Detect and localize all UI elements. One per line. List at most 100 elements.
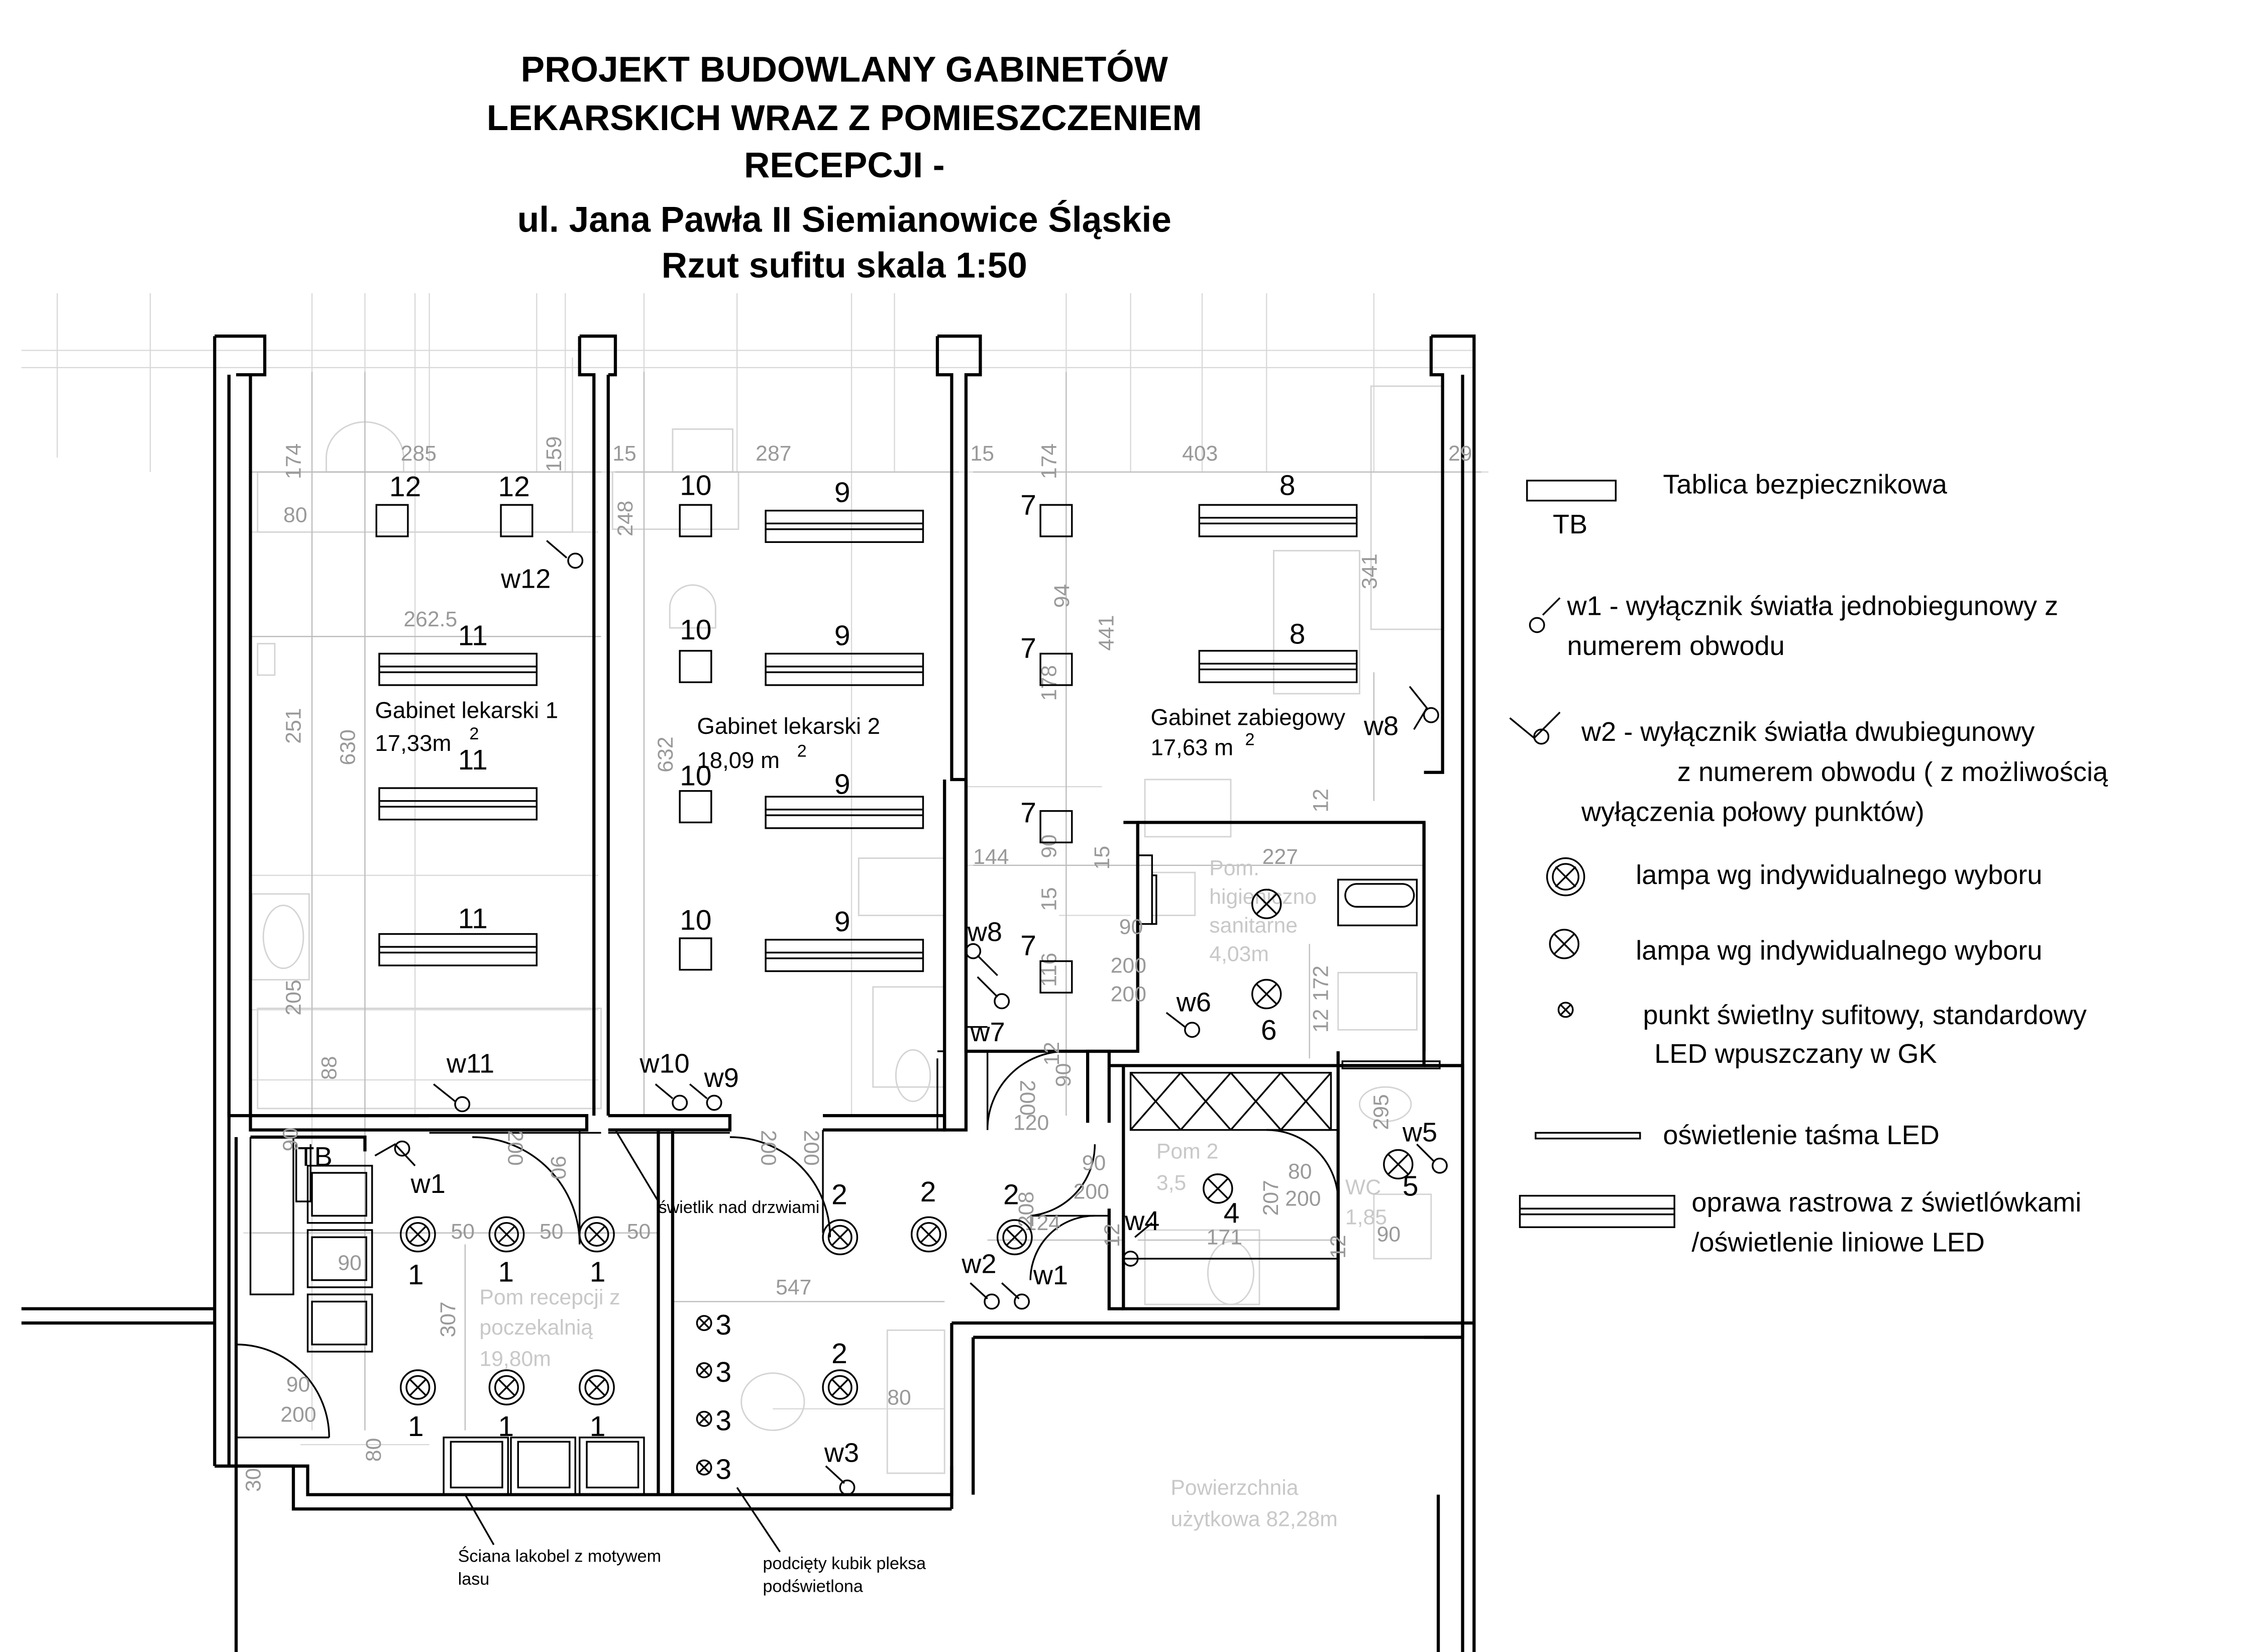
dim-text: 50 (627, 1220, 651, 1244)
fixture-number: 1 (408, 1259, 424, 1291)
fixture-number: 10 (680, 469, 711, 501)
room-area-sup: 2 (469, 724, 479, 743)
room-area: 18,09 m (697, 747, 780, 773)
fixture-number: 8 (1290, 618, 1306, 650)
fixture-number: 11 (458, 744, 488, 776)
dimension-lines (252, 372, 1481, 1430)
single-pole-switch-icon (825, 1465, 845, 1484)
switch-dot (1533, 728, 1550, 745)
dim-text: 200 (799, 1130, 823, 1166)
dim-text: 295 (1369, 1094, 1393, 1130)
ceiling-square-fixture (1039, 810, 1073, 843)
ghost-label: użytkowa 82,28m (1170, 1507, 1338, 1531)
fixture-number: 1 (498, 1256, 514, 1288)
fixture-number: 4 (1224, 1197, 1240, 1230)
dim-text: 159 (542, 436, 566, 472)
title-line-1: PROJEKT BUDOWLANY GABINETÓW (521, 50, 1168, 89)
reception-furniture (306, 1165, 645, 1496)
fixture-number: 10 (680, 904, 711, 936)
dim-text: 90 (286, 1373, 310, 1397)
dim-text: 15 (612, 442, 636, 466)
dim-text: 80 (887, 1385, 911, 1409)
fixture-number: 6 (1261, 1014, 1277, 1046)
dim-text: 12 (1309, 1009, 1333, 1033)
skylight-note: świetlik nad drzwiami (658, 1198, 819, 1217)
dim-text: 94 (1050, 584, 1074, 608)
ghost-label: 3,5 (1156, 1171, 1186, 1195)
dim-text: 174 (281, 444, 305, 479)
ceiling-square-fixture (1039, 652, 1073, 686)
switch-dot (1529, 617, 1545, 633)
notes: świetlik nad drzwiami Ściana lakobel z m… (458, 1129, 926, 1596)
dim-text: 200 (1111, 953, 1146, 977)
double-pole-switch-icon (374, 1143, 416, 1166)
legend-line: oprawa rastrowa z świetlówkami (1691, 1187, 2081, 1218)
legend-line: punkt świetlny sufitowy, standardowy (1643, 1000, 2086, 1030)
cube-note-line-2: podświetlona (763, 1577, 863, 1596)
switch-dot (454, 1096, 471, 1113)
dim-text: 90 (338, 1251, 362, 1275)
fixture-number: 1 (498, 1410, 514, 1443)
single-pole-switch-icon (433, 1083, 456, 1103)
fixture-number: 10 (680, 614, 711, 646)
lamp-circle-icon (1383, 1149, 1414, 1180)
dim-text: 50 (540, 1220, 564, 1244)
switch-label: w1 (410, 1169, 446, 1199)
dim-text: 90 (279, 1128, 303, 1152)
legend-text: oprawa rastrowa z świetlówkami/oświetlen… (1691, 1187, 2081, 1258)
single-pole-switch-icon (546, 540, 568, 559)
dim-text: 227 (1262, 845, 1298, 869)
lamp-circle-icon (1251, 978, 1282, 1010)
dim-text: 251 (281, 708, 305, 743)
legend-line: w2 - wyłącznik światła dwubiegunowy (1581, 717, 2035, 747)
switch-dot (1014, 1293, 1030, 1310)
switch-label: w8 (967, 917, 1002, 947)
fixture-number: 7 (1020, 489, 1036, 521)
dim-text: 200 (757, 1130, 781, 1166)
dim-text: 632 (654, 736, 678, 772)
fixture-number: 7 (1020, 632, 1036, 665)
dim-text: 547 (776, 1275, 811, 1299)
single-pole-switch-icon (655, 1083, 674, 1099)
dim-text: 90 (1082, 1151, 1106, 1175)
fixture-number: 8 (1279, 469, 1296, 501)
switch-label: w8 (1363, 711, 1399, 741)
switch-dot (839, 1479, 856, 1496)
furniture-ghosts (251, 385, 1444, 1474)
switch-dot (984, 1293, 1000, 1310)
raster-luminaire-icon (378, 652, 538, 686)
ghost-label: poczekalnią (479, 1315, 593, 1340)
ceiling-point-icon (696, 1410, 712, 1427)
dim-text: 90 (1051, 1063, 1076, 1087)
raster-luminaire-icon (1519, 1194, 1675, 1228)
dim-text: 172 (1309, 965, 1333, 1001)
switch-label: w5 (1402, 1117, 1437, 1147)
ceiling-point-icon (1557, 1002, 1574, 1018)
legend-text: oświetlenie taśma LED (1663, 1120, 1939, 1150)
fixture-number: 3 (715, 1453, 731, 1485)
room-labels: Gabinet lekarski 1 17,33m 2 Gabinet leka… (375, 698, 1387, 1531)
dim-text: 630 (336, 729, 360, 765)
raster-luminaire-icon (765, 796, 924, 829)
switch-dot (1184, 1022, 1201, 1038)
ghost-label: sanitarne (1209, 914, 1298, 938)
ghost-label: 1,85 (1345, 1205, 1387, 1230)
ceiling-square-fixture (1039, 960, 1073, 994)
lamp-double-circle-icon (822, 1369, 859, 1406)
title-line-2: LEKARSKICH WRAZ Z POMIESZCZENIEM (487, 98, 1202, 138)
ghost-label: Powierzchnia (1170, 1476, 1298, 1500)
room-area: 17,63 m (1150, 735, 1233, 760)
ceiling-square-fixture (375, 504, 409, 537)
fixture-number: 11 (458, 903, 488, 935)
dim-text: 120 (1013, 1111, 1049, 1135)
single-pole-switch-icon (970, 1282, 988, 1299)
lamp-double-circle-icon (822, 1219, 859, 1256)
switch-dot (672, 1094, 688, 1111)
fixture-number: 3 (715, 1405, 731, 1437)
dim-text: 200 (503, 1130, 527, 1166)
raster-luminaire-icon (765, 509, 924, 543)
dim-text: 30 (241, 1468, 265, 1492)
